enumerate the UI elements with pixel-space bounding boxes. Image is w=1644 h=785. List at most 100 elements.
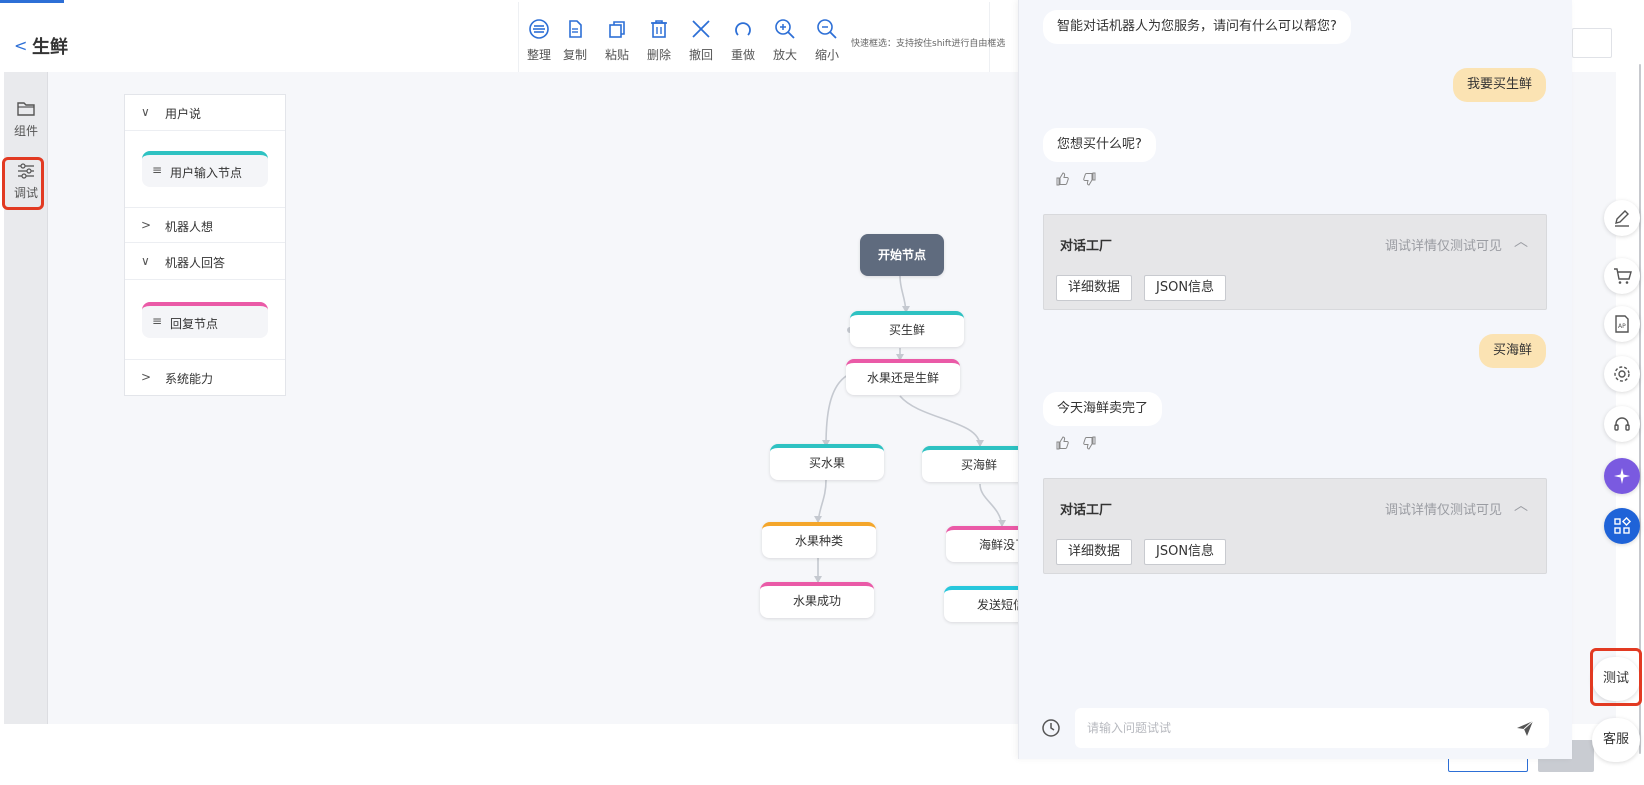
arrange-button[interactable]: 整理 <box>519 18 559 63</box>
paste-icon <box>609 21 625 38</box>
cart-button[interactable] <box>1604 258 1640 294</box>
cart-icon <box>1614 268 1632 284</box>
api-button[interactable]: AP <box>1604 306 1640 342</box>
node-fruit-type[interactable]: 水果种类 <box>762 522 876 558</box>
copy-button[interactable]: 复制 <box>555 18 595 63</box>
thumbs-up-icon[interactable] <box>1055 436 1069 453</box>
folder-icon <box>17 102 35 116</box>
chevron-down-icon: ∨ <box>141 105 150 119</box>
user-input-node-component[interactable]: ≡ 用户输入节点 <box>142 151 268 187</box>
arrange-icon <box>529 19 549 39</box>
paste-label: 粘贴 <box>604 48 629 62</box>
toolbar: 整理 复制 粘贴 删除 撤回 <box>518 2 1005 72</box>
debug-card: 对话工厂 调试详情仅测试可见 ︿ 详细数据 JSON信息 <box>1043 478 1547 574</box>
api-doc-icon: AP <box>1615 315 1629 333</box>
reply-node-component[interactable]: ≡ 回复节点 <box>142 302 268 338</box>
zoom-in-label: 放大 <box>772 48 797 62</box>
detail-data-button[interactable]: 详细数据 <box>1056 539 1133 565</box>
sliders-icon <box>18 163 34 179</box>
redo-button[interactable]: 重做 <box>723 18 763 63</box>
bot-greeting: 智能对话机器人为您服务，请问有什么可以帮您? <box>1043 10 1351 44</box>
debug-card-note: 调试详情仅测试可见 <box>1384 239 1502 254</box>
page-title: 生鲜 <box>32 37 68 58</box>
delete-label: 删除 <box>646 48 671 62</box>
chevron-left-icon[interactable]: < <box>14 36 28 55</box>
select-box[interactable] <box>1572 28 1612 58</box>
test-highlight-box <box>1590 648 1642 706</box>
menu-icon: ≡ <box>152 314 163 328</box>
thumbs-up-icon[interactable] <box>1055 172 1069 189</box>
group-user-says[interactable]: ∨ 用户说 <box>125 95 285 131</box>
undo-button[interactable]: 撤回 <box>681 18 721 63</box>
bot-message: 您想买什么呢? <box>1043 128 1156 162</box>
chat-input-bar <box>1075 708 1549 748</box>
top-accent-bar <box>0 0 64 3</box>
json-info-button[interactable]: JSON信息 <box>1144 539 1227 565</box>
customer-service-button[interactable]: 客服 <box>1592 718 1640 762</box>
settings-button[interactable] <box>1604 356 1640 392</box>
redo-label: 重做 <box>730 48 755 62</box>
zoom-in-button[interactable]: 放大 <box>765 18 805 63</box>
edit-button[interactable] <box>1604 200 1640 236</box>
redo-icon <box>735 22 751 36</box>
apps-button[interactable] <box>1604 508 1640 544</box>
send-icon[interactable] <box>1515 718 1535 742</box>
apps-grid-icon <box>1614 516 1632 534</box>
box-select-tip: 快速框选：支持按住shift进行自由框选 <box>851 39 1006 49</box>
rail-debug-label: 调试 <box>13 186 38 200</box>
rail-debug[interactable]: 调试 <box>4 162 48 201</box>
group-bot-answers-label: 机器人回答 <box>165 256 226 270</box>
start-node[interactable]: 开始节点 <box>860 234 944 276</box>
support-button[interactable] <box>1604 406 1640 442</box>
chevron-up-icon[interactable]: ︿ <box>1514 498 1528 514</box>
sparkle-icon <box>1614 468 1630 484</box>
detail-data-button[interactable]: 详细数据 <box>1056 275 1133 301</box>
node-buy-seafood[interactable]: 买海鲜 <box>922 446 1036 482</box>
node-buy-fresh[interactable]: 买生鲜 <box>850 311 964 347</box>
node-fruit-or-fresh[interactable]: 水果还是生鲜 <box>846 359 960 395</box>
chevron-right-icon: > <box>141 218 152 232</box>
group-system-ability-label: 系统能力 <box>165 372 214 386</box>
group-bot-answers[interactable]: ∨ 机器人回答 <box>125 244 285 280</box>
user-message: 买海鲜 <box>1478 334 1546 368</box>
node-fruit-success[interactable]: 水果成功 <box>760 582 874 618</box>
debug-card-note: 调试详情仅测试可见 <box>1384 503 1502 518</box>
chevron-up-icon[interactable]: ︿ <box>1514 234 1528 250</box>
debug-card-title: 对话工厂 <box>1060 239 1113 254</box>
menu-icon: ≡ <box>152 163 163 177</box>
group-system-ability[interactable]: > 系统能力 <box>125 359 285 395</box>
zoom-out-label: 缩小 <box>814 48 839 62</box>
group-user-says-label: 用户说 <box>165 107 202 121</box>
delete-icon <box>651 20 667 38</box>
zoom-out-icon <box>817 19 837 39</box>
component-panel: ∨ 用户说 ≡ 用户输入节点 > 机器人想 ∨ 机器人回答 ≡ 回复节点 > 系… <box>124 94 286 396</box>
thumbs-down-icon[interactable] <box>1083 172 1097 189</box>
debug-card-title: 对话工厂 <box>1060 503 1113 518</box>
reply-node-label: 回复节点 <box>170 317 219 331</box>
debug-highlight-box <box>2 157 44 210</box>
history-clock-icon[interactable] <box>1041 718 1061 742</box>
paste-button[interactable]: 粘贴 <box>597 18 637 63</box>
node-buy-fruit[interactable]: 买水果 <box>770 444 884 480</box>
json-info-button[interactable]: JSON信息 <box>1144 275 1227 301</box>
edit-icon <box>1615 210 1629 227</box>
zoom-out-button[interactable]: 缩小 <box>807 18 847 63</box>
chevron-down-icon: ∨ <box>141 254 150 268</box>
thumbs-down-icon[interactable] <box>1083 436 1097 453</box>
chevron-right-icon: > <box>141 370 152 384</box>
group-bot-thinks[interactable]: > 机器人想 <box>125 207 285 243</box>
chat-input[interactable] <box>1087 718 1487 738</box>
rail-components[interactable]: 组件 <box>4 100 48 139</box>
rail-components-label: 组件 <box>13 124 38 138</box>
delete-button[interactable]: 删除 <box>639 18 679 63</box>
scrollbar[interactable] <box>1639 64 1641 754</box>
user-input-node-label: 用户输入节点 <box>170 166 243 180</box>
assistant-button[interactable] <box>1604 458 1640 494</box>
gear-icon <box>1614 366 1630 382</box>
copy-icon <box>569 20 582 38</box>
test-button[interactable]: 测试 <box>1592 657 1640 701</box>
headset-icon <box>1614 417 1630 431</box>
debug-card: 对话工厂 调试详情仅测试可见 ︿ 详细数据 JSON信息 <box>1043 214 1547 310</box>
group-bot-thinks-label: 机器人想 <box>165 220 214 234</box>
